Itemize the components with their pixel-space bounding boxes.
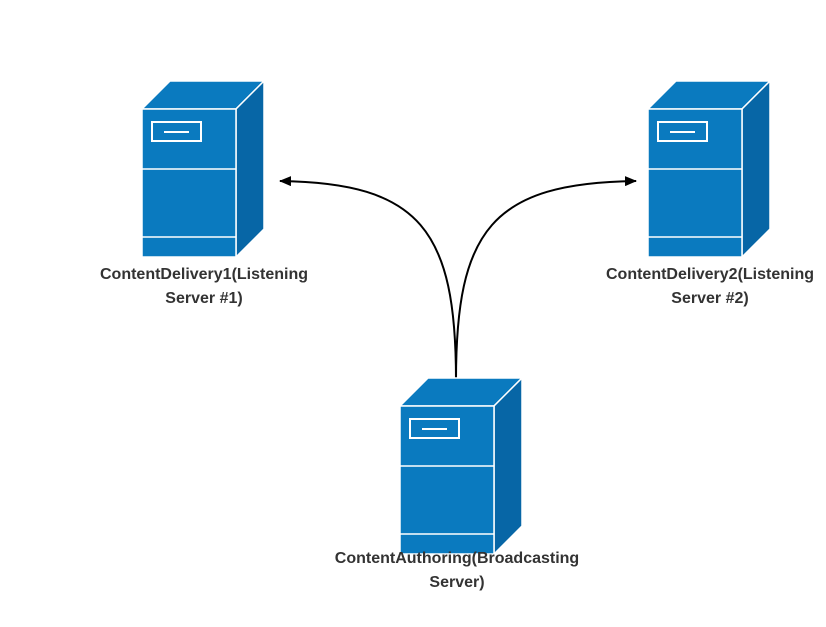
edge-broadcast-to-delivery-2: [455, 176, 637, 381]
content-authoring-label-line1: ContentAuthoring(Broadcasting: [334, 550, 580, 567]
content-authoring-label-line2: Server): [429, 574, 485, 591]
content-delivery-1-label: ContentDelivery1(Listening Server #1): [84, 263, 324, 311]
server-icon[interactable]: [399, 377, 523, 555]
content-authoring-label: ContentAuthoring(Broadcasting Server): [322, 547, 592, 595]
content-delivery-1-label-line1: ContentDelivery1(Listening: [99, 266, 309, 283]
server-icon[interactable]: [141, 80, 265, 258]
content-delivery-2-label-line2: Server #2): [671, 290, 749, 307]
content-delivery-1-label-line2: Server #1): [165, 290, 243, 307]
edge-broadcast-to-delivery-1: [279, 176, 457, 381]
content-delivery-2-label: ContentDelivery2(Listening Server #2): [590, 263, 826, 311]
server-icon[interactable]: [647, 80, 771, 258]
content-delivery-2-label-line1: ContentDelivery2(Listening: [605, 266, 815, 283]
